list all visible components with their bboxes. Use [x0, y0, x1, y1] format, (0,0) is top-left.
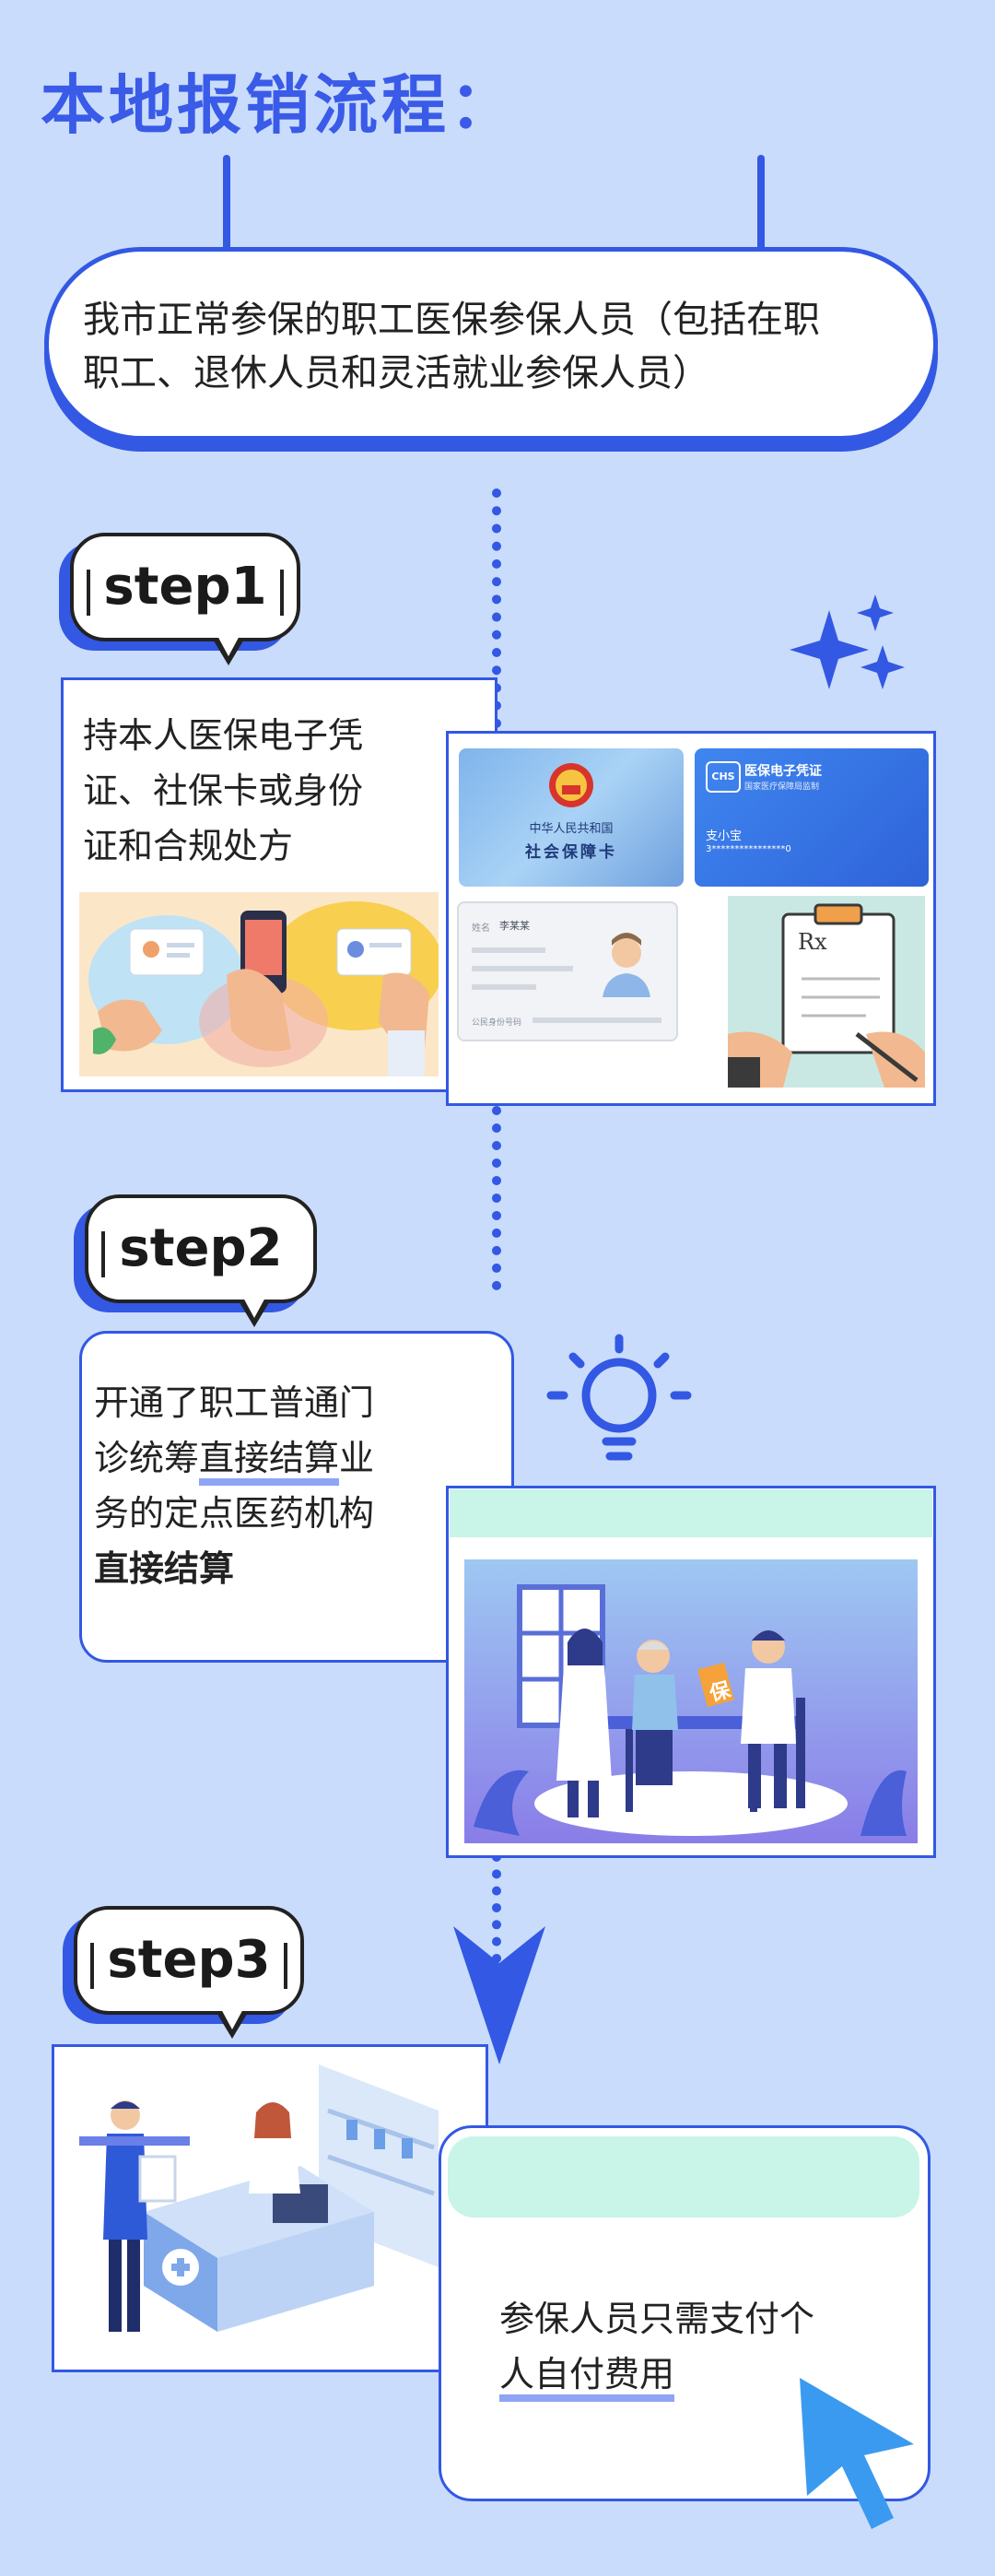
chs-logo: CHS	[706, 761, 741, 793]
step2-bubble: step2	[85, 1194, 317, 1327]
bubble-mark	[284, 1943, 287, 1989]
cursor-icon	[800, 2378, 914, 2529]
ehealth-subtitle: 国家医疗保障局监制	[744, 782, 820, 792]
id-line	[533, 1017, 661, 1023]
step1-text: 持本人医保电子凭 证、社保卡或身份 证和合规处方	[83, 708, 470, 874]
prescription-image: Rx	[728, 896, 925, 1088]
step2-line2-c: 业	[339, 1438, 375, 1478]
social-security-card: 中华人民共和国 社会保障卡	[459, 748, 684, 887]
step1-line: 证和合规处方	[83, 826, 294, 866]
id-card: 姓名 李某某 公民身份号码	[457, 901, 678, 1041]
id-name-value: 李某某	[499, 920, 530, 932]
ehealth-number: 3****************0	[706, 844, 791, 854]
step2-label: step2	[119, 1218, 283, 1278]
step2-line: 诊统筹直接结算业	[94, 1430, 481, 1486]
step3-label: step3	[107, 1930, 271, 1990]
clinic-illustration	[464, 1559, 918, 1843]
clipboard-icon	[728, 903, 925, 1088]
step2-line2-a: 诊统筹	[94, 1438, 200, 1478]
id-line	[472, 984, 536, 990]
rx-label: Rx	[798, 929, 827, 955]
step3-bubble: step3	[74, 1906, 304, 2039]
bubble-tail	[238, 1296, 271, 1327]
arrow-down-icon	[453, 1926, 545, 2064]
id-number-label: 公民身份号码	[472, 1018, 522, 1028]
bubble-tail	[216, 2007, 249, 2039]
step1-line: 证、社保卡或身份	[83, 770, 364, 811]
step2-line-bold: 直接结算	[94, 1548, 235, 1589]
intro-line: 我市正常参保的职工医保参保人员（包括在职	[83, 299, 820, 341]
id-photo	[603, 933, 650, 997]
step2-text-card	[79, 1331, 514, 1663]
step1-bubble: step1	[70, 533, 300, 665]
step2-line: 务的定点医药机构	[94, 1493, 375, 1534]
social-card-line1: 中华人民共和国	[529, 822, 614, 836]
sparkle-icon	[790, 594, 905, 689]
id-name-label: 姓名	[472, 923, 490, 934]
id-line	[472, 947, 545, 953]
mint-header	[450, 1489, 932, 1537]
id-line	[472, 966, 573, 971]
ehealth-title: 医保电子凭证	[744, 764, 822, 779]
ehealth-card: CHS 医保电子凭证 国家医疗保障局监制 支小宝 3**************…	[695, 748, 929, 887]
pharmacy-illustration	[79, 2064, 439, 2332]
step2-line: 开通了职工普通门	[94, 1382, 375, 1423]
bubble-mark	[280, 570, 284, 616]
bubble-tail	[212, 634, 245, 665]
step3-line-2: 人自付费用	[499, 2347, 914, 2402]
intro-pill	[44, 247, 938, 441]
mint-header	[448, 2136, 919, 2217]
emblem-icon	[549, 763, 593, 807]
ehealth-name: 支小宝	[706, 829, 743, 843]
page-title: 本地报销流程：	[41, 67, 518, 143]
hands-cards-illustration	[79, 892, 439, 1076]
step2-highlight: 直接结算	[199, 1438, 340, 1486]
step2-text: 开通了职工普通门 诊统筹直接结算业 务的定点医药机构 直接结算	[94, 1375, 481, 1596]
timeline-segment	[492, 1853, 501, 1963]
timeline-segment	[492, 1106, 501, 1290]
intro-text: 我市正常参保的职工医保参保人员（包括在职 职工、退休人员和灵活就业参保人员）	[83, 293, 912, 400]
lightbulb-icon	[546, 1334, 692, 1461]
bubble-mark	[101, 1231, 105, 1277]
step3-text: 参保人员只需支付个 人自付费用	[499, 2291, 914, 2402]
social-card-line2: 社会保障卡	[525, 843, 617, 862]
intro-line: 职工、退休人员和灵活就业参保人员）	[83, 352, 709, 394]
bubble-mark	[90, 1943, 94, 1989]
timeline-segment	[492, 488, 501, 728]
step3-line: 参保人员只需支付个	[499, 2299, 815, 2339]
bubble-mark	[87, 570, 90, 616]
step1-line: 持本人医保电子凭	[83, 715, 364, 756]
connector-right	[757, 155, 765, 265]
connector-left	[223, 155, 230, 265]
step1-label: step1	[103, 557, 267, 617]
step3-highlight: 人自付费用	[499, 2354, 675, 2402]
